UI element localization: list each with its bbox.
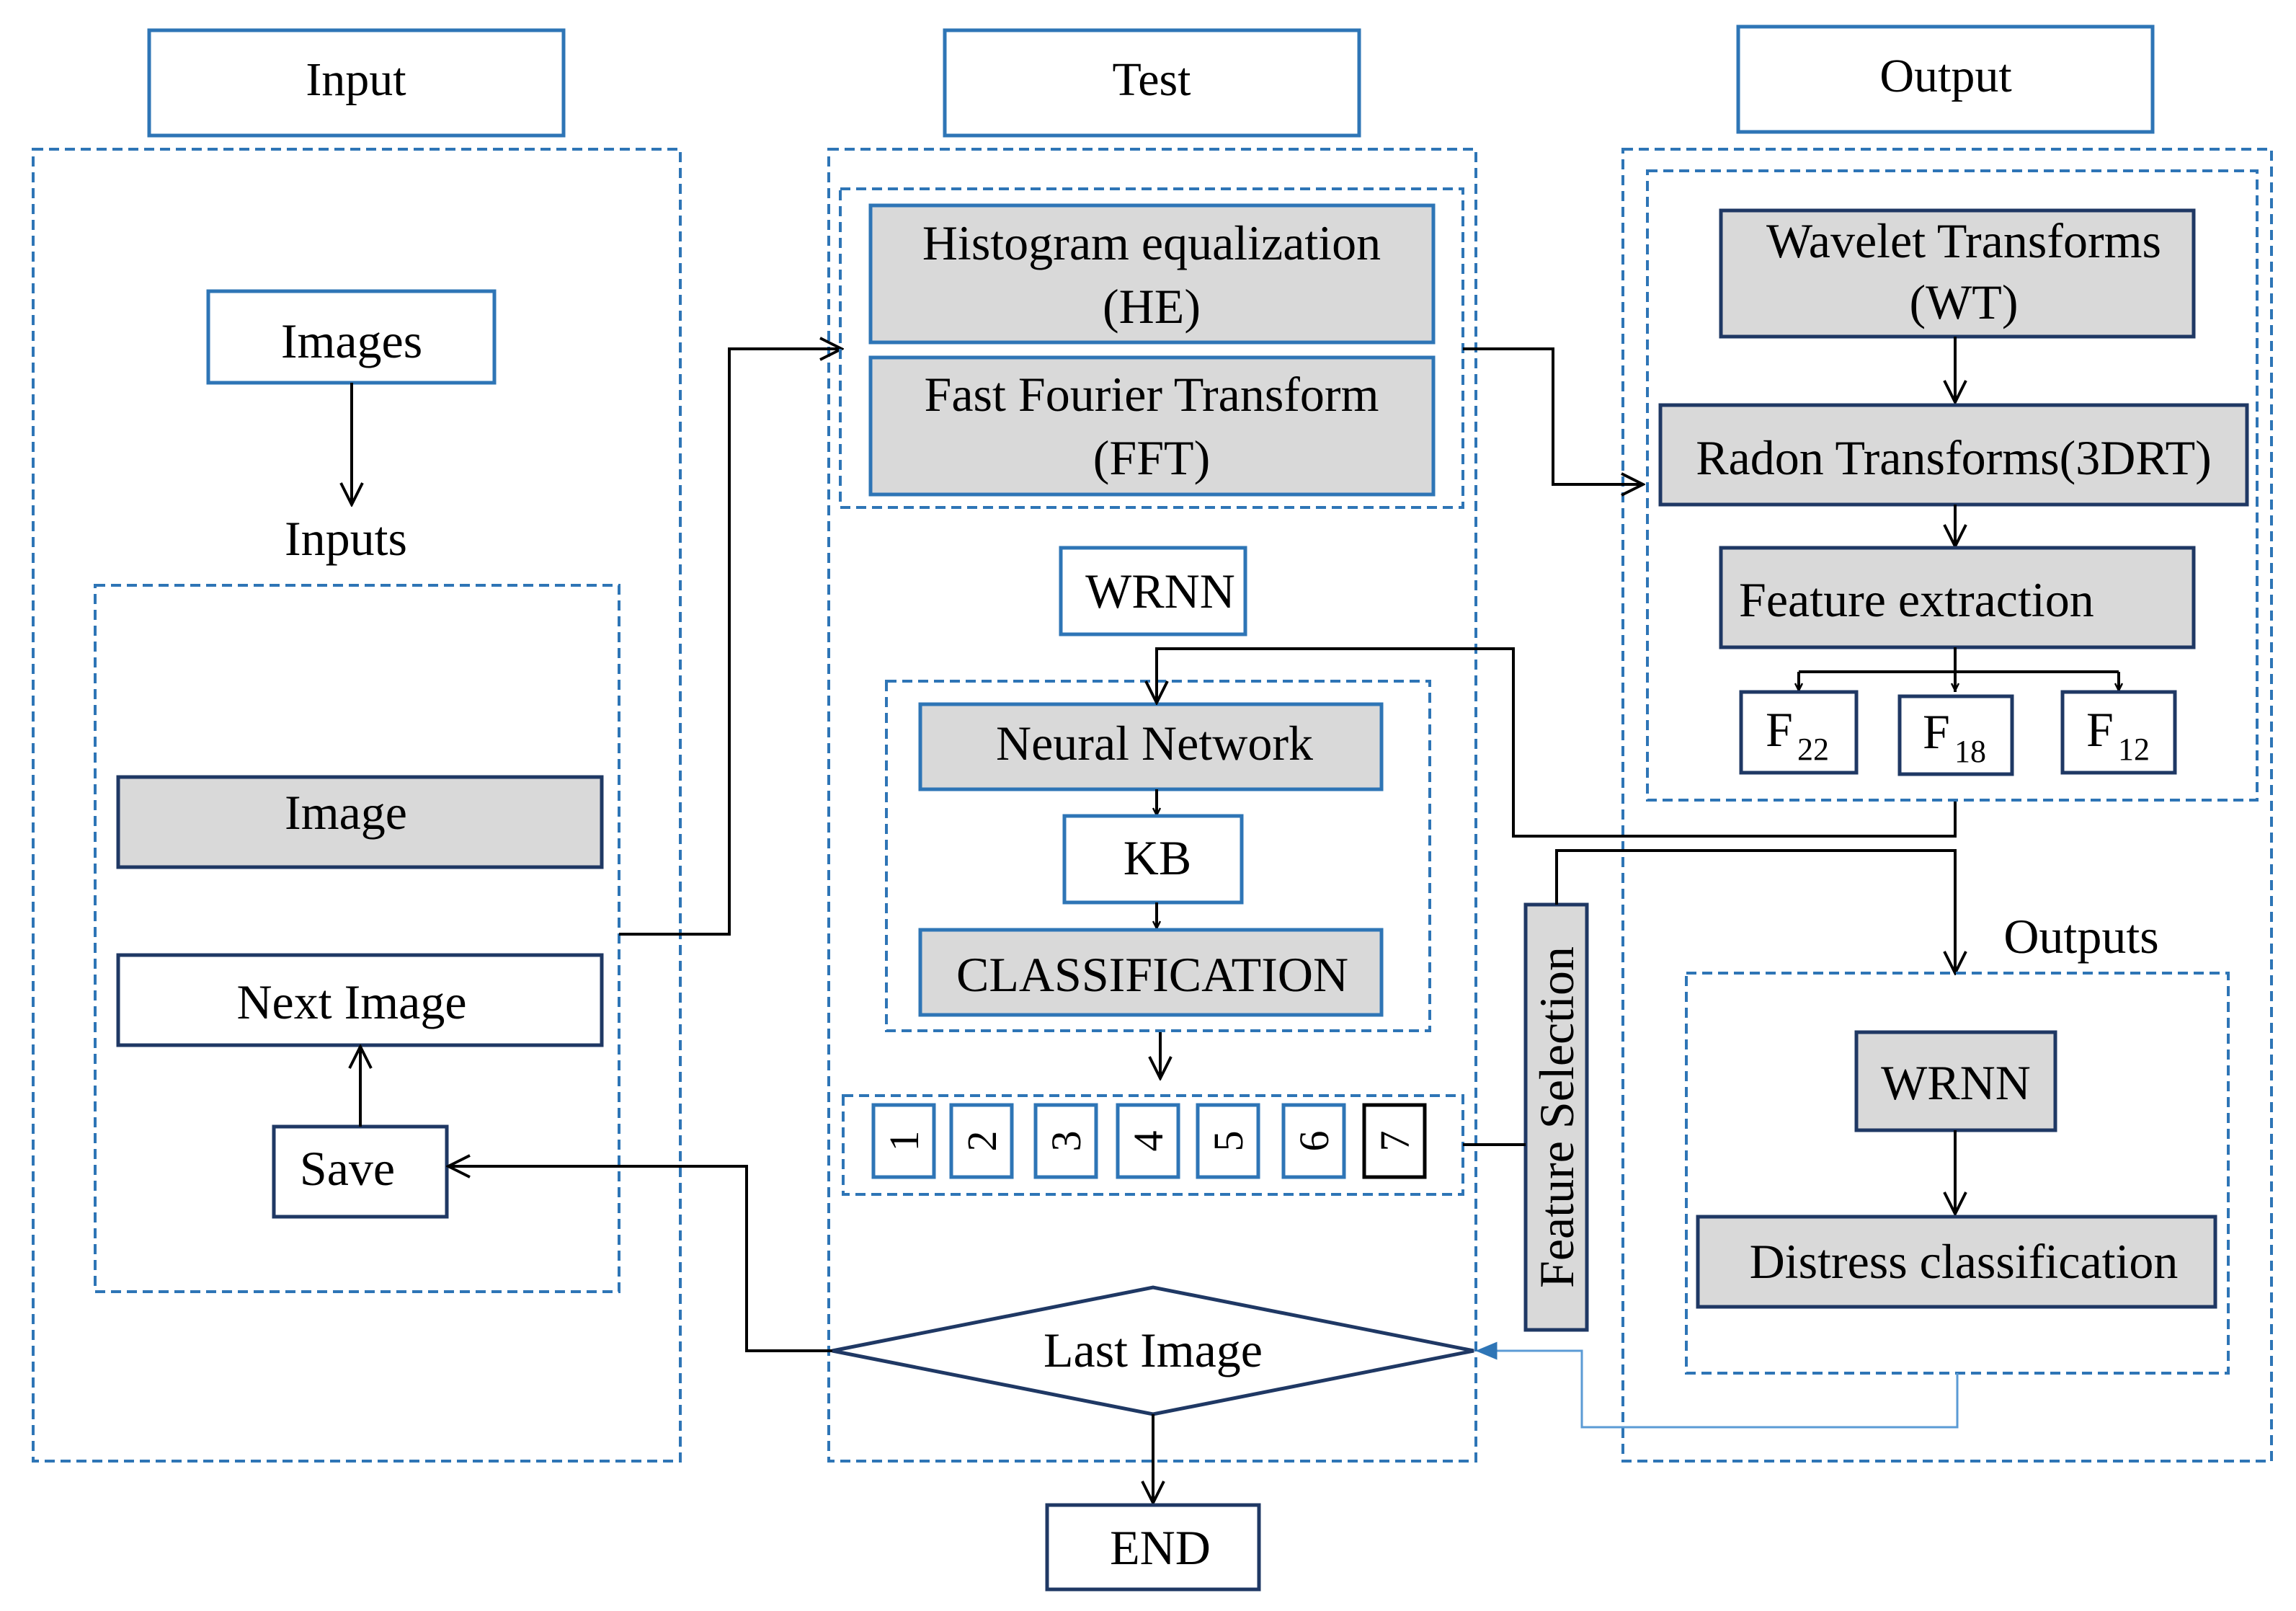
- test-column-header: Test: [943, 28, 1361, 138]
- arrow-outputs-to-last-image: [1475, 1341, 1959, 1429]
- class-box-1: [871, 1103, 936, 1179]
- feature-f12-base: F: [2086, 702, 2114, 757]
- extraction-group: [1646, 169, 2259, 802]
- class-label-1: 1: [881, 1131, 927, 1152]
- class-box-5: [1196, 1103, 1260, 1179]
- next-image-label: Next Image: [236, 975, 466, 1029]
- inputs-group: [94, 584, 620, 1293]
- class-box-6: [1281, 1103, 1346, 1179]
- feature-f18: F 18: [1897, 694, 2014, 776]
- images-label: Images: [281, 314, 422, 368]
- he-label-line2: (HE): [1103, 279, 1201, 334]
- class-label-2: 2: [958, 1131, 1005, 1152]
- input-column-title: Input: [306, 53, 406, 106]
- class-box-2: [949, 1103, 1014, 1179]
- image-box: [116, 775, 604, 869]
- feature-f22-base: F: [1766, 702, 1793, 757]
- last-image-diamond: [832, 1285, 1474, 1416]
- save-label: Save: [300, 1141, 395, 1196]
- wrnn-label-test: WRNN: [1085, 564, 1235, 618]
- images-box: [206, 289, 497, 385]
- outputs-label: Outputs: [2003, 909, 2158, 964]
- distress-label: Distress classification: [1750, 1234, 2179, 1289]
- feature-f12-sub: 12: [2118, 732, 2150, 767]
- feature-f18-base: F: [1923, 704, 1950, 759]
- he-label-line1: Histogram equalization: [922, 216, 1381, 270]
- wavelet-label-line2: (WT): [1909, 275, 2018, 329]
- wavelet-label-line1: Wavelet Transforms: [1766, 213, 2161, 268]
- wrnn-box-test: [1059, 546, 1247, 636]
- kb-box: [1062, 814, 1244, 905]
- classification-label: CLASSIFICATION: [956, 947, 1348, 1002]
- output-column-title: Output: [1879, 50, 2011, 102]
- arrow-decision-to-save: [448, 1166, 832, 1352]
- fft-box: [868, 355, 1436, 497]
- class-label-7: 7: [1371, 1131, 1418, 1152]
- arrow-features-to-neural-network: [1157, 647, 1957, 838]
- end-label: END: [1110, 1520, 1211, 1575]
- arrow-preprocessing-to-radon: [1463, 347, 1643, 484]
- wavelet-box: [1719, 208, 2196, 339]
- input-column-header: Input: [147, 28, 566, 138]
- neural-network-box: [918, 702, 1384, 791]
- end-box: [1045, 1503, 1261, 1592]
- radon-box: [1658, 403, 2249, 507]
- last-image-label: Last Image: [1044, 1323, 1263, 1377]
- arrow-inputs-to-preprocessing: [619, 349, 842, 936]
- class-label-5: 5: [1205, 1131, 1252, 1152]
- radon-label: Radon Transforms(3DRT): [1696, 430, 2212, 485]
- feature-selection-label: Feature Selection: [1529, 946, 1584, 1288]
- feature-extraction-box: [1719, 546, 2196, 649]
- input-panel: [32, 148, 682, 1463]
- output-column-header: Output: [1736, 25, 2155, 134]
- feature-f22: F 22: [1739, 690, 1859, 775]
- output-panel: [1621, 148, 2273, 1463]
- class-label-3: 3: [1043, 1131, 1090, 1152]
- class-label-6: 6: [1291, 1131, 1338, 1152]
- feature-f18-sub: 18: [1954, 734, 1986, 769]
- class-box-7: [1362, 1103, 1427, 1179]
- feature-f22-sub: 22: [1797, 732, 1829, 767]
- class-box-4: [1116, 1103, 1180, 1179]
- class-boxes: 1 2 3 4 5 6 7: [871, 1103, 1427, 1179]
- next-image-box: [116, 953, 604, 1047]
- he-box: [868, 203, 1436, 345]
- class-label-4: 4: [1125, 1131, 1172, 1152]
- feature-extraction-label: Feature extraction: [1739, 572, 2094, 627]
- class-box-3: [1033, 1103, 1098, 1179]
- distress-box: [1696, 1215, 2217, 1309]
- fft-label-line1: Fast Fourier Transform: [925, 367, 1379, 422]
- test-column-title: Test: [1112, 53, 1191, 106]
- image-label: Image: [285, 785, 407, 840]
- wrnn-label-output: WRNN: [1881, 1055, 2031, 1110]
- kb-label: KB: [1123, 830, 1191, 885]
- fft-label-line2: (FFT): [1093, 430, 1210, 485]
- arrow-feature-selection-to-outputs: [1555, 849, 1955, 973]
- feature-f12: F 12: [2060, 690, 2177, 775]
- test-panel: [827, 148, 1477, 1463]
- classification-box: [918, 928, 1384, 1017]
- inputs-label: Inputs: [285, 511, 407, 566]
- neural-network-label: Neural Network: [996, 716, 1313, 771]
